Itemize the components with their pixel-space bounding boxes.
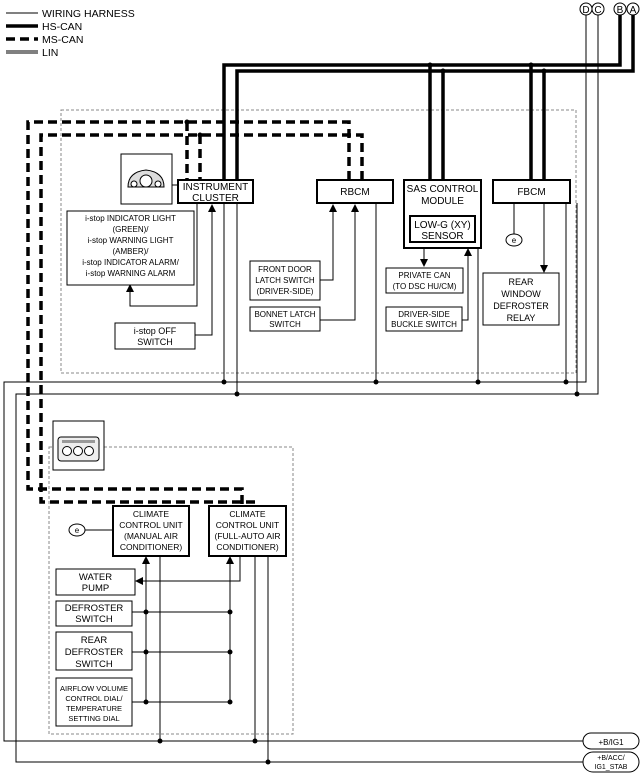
svg-text:AIRFLOW VOLUME: AIRFLOW VOLUME [60, 684, 128, 693]
svg-text:WATER: WATER [79, 572, 112, 583]
svg-text:DEFROSTER: DEFROSTER [65, 647, 124, 658]
svg-text:BONNET LATCH: BONNET LATCH [254, 310, 315, 319]
lower-signal-wiring [85, 529, 241, 705]
svg-text:(TO DSC HU/CM): (TO DSC HU/CM) [393, 282, 457, 291]
upper-zone-border [60, 109, 577, 374]
hs-can-bus [222, 15, 635, 180]
svg-text:SWITCH: SWITCH [269, 320, 301, 329]
rbcm-label: RBCM [340, 187, 369, 198]
svg-text:(DRIVER-SIDE): (DRIVER-SIDE) [257, 287, 314, 296]
connector-b: B [613, 2, 627, 16]
svg-text:DEFROSTER: DEFROSTER [493, 301, 549, 311]
private-can-box: PRIVATE CAN (TO DSC HU/CM) [385, 267, 464, 294]
connector-c: C [591, 2, 605, 16]
legend: WIRING HARNESS HS-CAN MS-CAN LIN [6, 8, 135, 59]
lower-zone-border [48, 446, 294, 735]
rear-window-defroster-relay-box: REAR WINDOW DEFROSTER RELAY [482, 272, 560, 326]
airflow-temperature-dial-box: AIRFLOW VOLUME CONTROL DIAL/ TEMPERATURE… [55, 677, 133, 727]
svg-text:PRIVATE CAN: PRIVATE CAN [398, 271, 450, 280]
svg-text:FRONT DOOR: FRONT DOOR [258, 265, 312, 274]
junction-dots [157, 62, 580, 765]
fbcm-ground-icon: e [505, 233, 523, 247]
water-pump-box: WATER PUMP [55, 568, 136, 596]
instrument-cluster-module: INSTRUMENT CLUSTER [177, 179, 254, 204]
svg-text:C: C [594, 5, 601, 16]
front-door-latch-switch-box: FRONT DOOR LATCH SWITCH (DRIVER-SIDE) [249, 260, 321, 301]
fbcm-module: FBCM [492, 179, 571, 204]
svg-text:SWITCH: SWITCH [137, 337, 173, 347]
svg-text:CLIMATE: CLIMATE [229, 509, 266, 519]
sas-label-2: MODULE [421, 196, 464, 207]
svg-text:WINDOW: WINDOW [501, 289, 541, 299]
instrument-cluster-label-1: INSTRUMENT [183, 182, 249, 193]
svg-text:(MANUAL AIR: (MANUAL AIR [124, 531, 178, 541]
driver-side-buckle-switch-box: DRIVER-SIDE BUCKLE SWITCH [385, 306, 463, 332]
svg-text:DEFROSTER: DEFROSTER [65, 603, 124, 614]
svg-text:CONTROL UNIT: CONTROL UNIT [119, 520, 182, 530]
svg-text:i-stop WARNING LIGHT: i-stop WARNING LIGHT [88, 236, 174, 245]
upper-signal-wiring [126, 184, 548, 336]
fbcm-label: FBCM [517, 187, 545, 198]
defroster-switch-box: DEFROSTER SWITCH [55, 600, 133, 627]
svg-text:CONTROL DIAL/: CONTROL DIAL/ [65, 694, 123, 703]
instrument-cluster-label-2: CLUSTER [192, 193, 239, 204]
svg-text:A: A [630, 5, 637, 16]
svg-text:(AMBER)/: (AMBER)/ [113, 247, 150, 256]
svg-text:TEMPERATURE: TEMPERATURE [66, 704, 122, 713]
svg-text:REAR: REAR [508, 277, 534, 287]
rbcm-module: RBCM [316, 179, 394, 204]
svg-text:SETTING DIAL: SETTING DIAL [68, 714, 119, 723]
svg-text:CONDITIONER): CONDITIONER) [120, 542, 183, 552]
svg-text:IG1_STAB: IG1_STAB [595, 764, 628, 771]
legend-hs-can-label: HS-CAN [42, 21, 82, 33]
low-g-label-1: LOW-G (XY) [414, 220, 470, 231]
sas-control-module: SAS CONTROL MODULE LOW-G (XY) SENSOR [403, 179, 482, 249]
svg-text:i-stop INDICATOR LIGHT: i-stop INDICATOR LIGHT [85, 214, 176, 223]
svg-text:(FULL-AUTO AIR: (FULL-AUTO AIR [215, 531, 281, 541]
svg-text:LATCH SWITCH: LATCH SWITCH [255, 276, 315, 285]
svg-text:D: D [582, 5, 589, 16]
svg-text:i-stop INDICATOR ALARM/: i-stop INDICATOR ALARM/ [82, 258, 179, 267]
sas-label-1: SAS CONTROL [407, 184, 479, 195]
svg-text:B: B [617, 5, 624, 16]
svg-text:SWITCH: SWITCH [75, 659, 113, 670]
instrument-cluster-icon [120, 153, 173, 205]
svg-text:e: e [512, 236, 517, 245]
svg-text:RELAY: RELAY [507, 313, 536, 323]
svg-text:DRIVER-SIDE: DRIVER-SIDE [398, 310, 450, 319]
bonnet-latch-switch-box: BONNET LATCH SWITCH [249, 306, 321, 332]
istop-indicators-box: i-stop INDICATOR LIGHT (GREEN)/ i-stop W… [66, 210, 195, 286]
svg-text:CONDITIONER): CONDITIONER) [216, 542, 279, 552]
svg-text:+B/ACC/: +B/ACC/ [597, 755, 624, 762]
svg-text:REAR: REAR [81, 635, 108, 646]
connector-d: D [579, 2, 593, 16]
legend-ms-can-label: MS-CAN [42, 34, 83, 46]
ccu-manual-module: CLIMATE CONTROL UNIT (MANUAL AIR CONDITI… [112, 505, 190, 557]
connector-a: A [626, 2, 640, 16]
svg-text:BUCKLE SWITCH: BUCKLE SWITCH [391, 320, 457, 329]
istop-off-switch-box: i-stop OFF SWITCH [114, 322, 196, 350]
ms-can-bus [26, 120, 364, 506]
climate-panel-icon [52, 420, 105, 471]
svg-text:CLIMATE: CLIMATE [133, 509, 170, 519]
legend-wiring-harness-label: WIRING HARNESS [42, 8, 135, 20]
svg-text:i-stop OFF: i-stop OFF [134, 326, 177, 336]
svg-text:(GREEN)/: (GREEN)/ [113, 225, 150, 234]
svg-text:e: e [75, 526, 80, 535]
rear-defroster-switch-box: REAR DEFROSTER SWITCH [55, 631, 133, 671]
ccu-ground-icon: e [68, 523, 86, 537]
legend-lin-label: LIN [42, 47, 58, 59]
power-terminal-b-ig1: +B/IG1 [582, 732, 640, 750]
svg-text:SWITCH: SWITCH [75, 614, 113, 625]
svg-text:+B/IG1: +B/IG1 [598, 738, 624, 747]
power-wiring [3, 15, 599, 763]
power-terminal-b-acc-ig1-stab: +B/ACC/ IG1_STAB [582, 751, 640, 773]
ccu-auto-module: CLIMATE CONTROL UNIT (FULL-AUTO AIR COND… [208, 505, 287, 557]
svg-text:i-stop WARNING ALARM: i-stop WARNING ALARM [86, 269, 176, 278]
low-g-label-2: SENSOR [421, 231, 463, 242]
svg-text:PUMP: PUMP [82, 583, 109, 594]
svg-text:CONTROL UNIT: CONTROL UNIT [216, 520, 279, 530]
